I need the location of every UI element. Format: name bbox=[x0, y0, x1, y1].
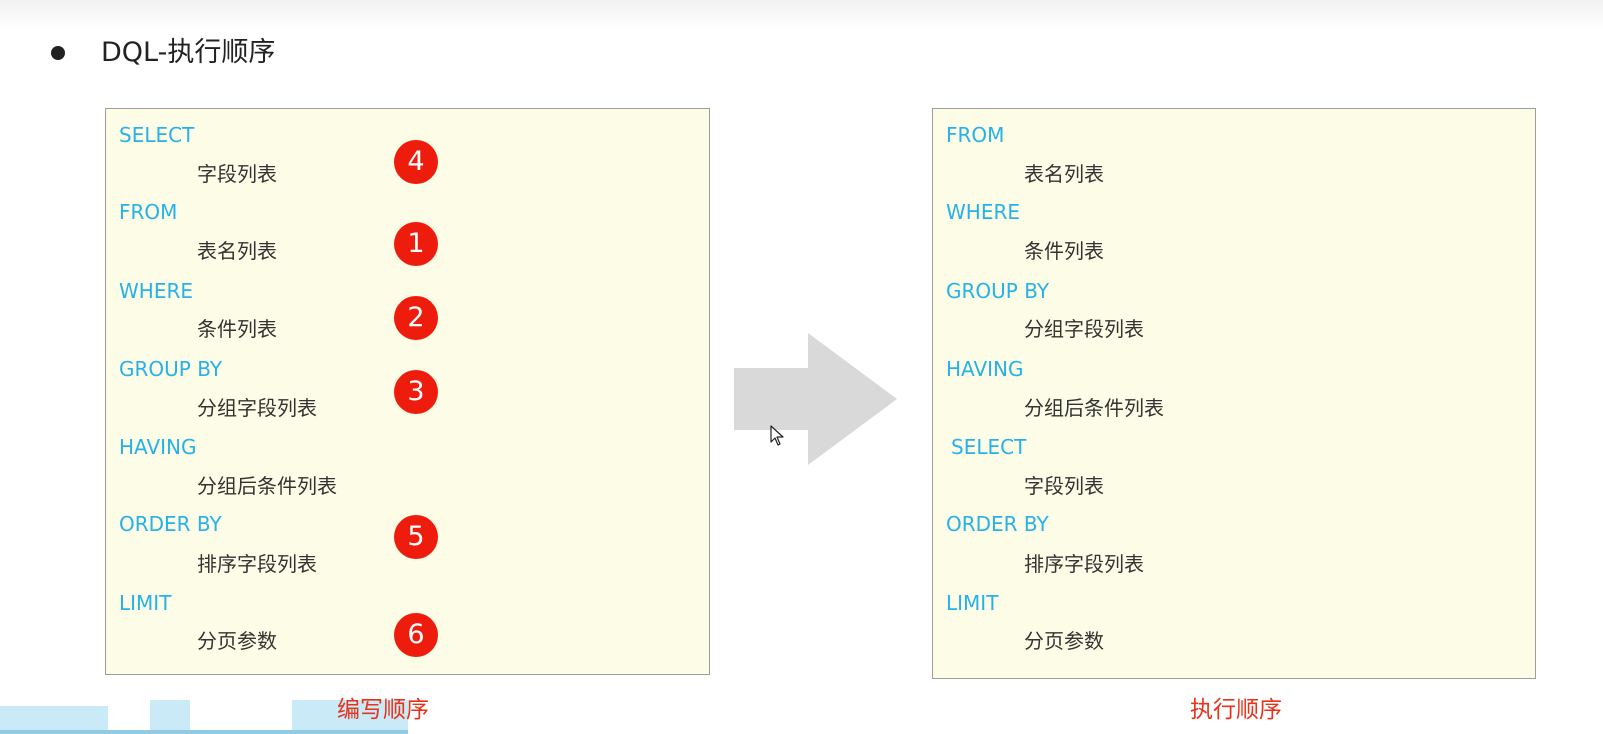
item-group-field-list: 分组字段列表 bbox=[1024, 317, 1144, 341]
step-badge-from: 1 bbox=[394, 222, 438, 266]
execution-order-panel: FROM 表名列表 WHERE 条件列表 GROUP BY 分组字段列表 HAV… bbox=[932, 108, 1536, 679]
item-group-field-list: 分组字段列表 bbox=[197, 396, 317, 420]
keyword-where: WHERE bbox=[119, 279, 193, 303]
right-arrow-icon bbox=[734, 333, 897, 465]
keyword-group-by: GROUP BY bbox=[119, 357, 223, 381]
item-condition-list: 条件列表 bbox=[197, 317, 277, 341]
keyword-select: SELECT bbox=[951, 435, 1027, 459]
slide-title: DQL-执行顺序 bbox=[101, 37, 276, 68]
mouse-cursor-icon bbox=[770, 425, 784, 446]
item-field-list: 字段列表 bbox=[1024, 474, 1104, 498]
keyword-having: HAVING bbox=[119, 435, 197, 459]
keyword-order-by: ORDER BY bbox=[946, 512, 1049, 536]
execution-order-caption: 执行顺序 bbox=[1190, 697, 1282, 723]
item-table-list: 表名列表 bbox=[1024, 162, 1104, 186]
step-badge-order-by: 5 bbox=[394, 515, 438, 559]
footer-overlay-bar bbox=[292, 700, 408, 734]
item-field-list: 字段列表 bbox=[197, 162, 277, 186]
writing-order-panel: SELECT 字段列表 FROM 表名列表 WHERE 条件列表 GROUP B… bbox=[105, 108, 710, 675]
item-condition-list: 条件列表 bbox=[1024, 239, 1104, 263]
step-badge-limit: 6 bbox=[394, 613, 438, 657]
step-badge-group-by: 3 bbox=[394, 370, 438, 414]
footer-overlay-bar bbox=[150, 700, 190, 734]
keyword-limit: LIMIT bbox=[946, 591, 999, 615]
keyword-having: HAVING bbox=[946, 357, 1024, 381]
step-badge-where: 2 bbox=[394, 296, 438, 340]
step-badge-select: 4 bbox=[394, 140, 438, 184]
keyword-select: SELECT bbox=[119, 123, 195, 147]
footer-overlay-bar bbox=[0, 706, 108, 734]
keyword-from: FROM bbox=[119, 200, 178, 224]
keyword-group-by: GROUP BY bbox=[946, 279, 1050, 303]
item-having-condition-list: 分组后条件列表 bbox=[197, 474, 337, 498]
top-band bbox=[0, 0, 1603, 30]
item-sort-field-list: 排序字段列表 bbox=[1024, 552, 1144, 576]
keyword-order-by: ORDER BY bbox=[119, 512, 222, 536]
keyword-limit: LIMIT bbox=[119, 591, 172, 615]
item-sort-field-list: 排序字段列表 bbox=[197, 552, 317, 576]
item-having-condition-list: 分组后条件列表 bbox=[1024, 396, 1164, 420]
footer-overlay-line bbox=[0, 730, 408, 734]
bullet-dot-icon bbox=[51, 46, 65, 60]
item-table-list: 表名列表 bbox=[197, 239, 277, 263]
keyword-from: FROM bbox=[946, 123, 1005, 147]
item-paging-params: 分页参数 bbox=[1024, 629, 1104, 653]
item-paging-params: 分页参数 bbox=[197, 629, 277, 653]
keyword-where: WHERE bbox=[946, 200, 1020, 224]
writing-order-caption: 编写顺序 bbox=[337, 697, 429, 723]
